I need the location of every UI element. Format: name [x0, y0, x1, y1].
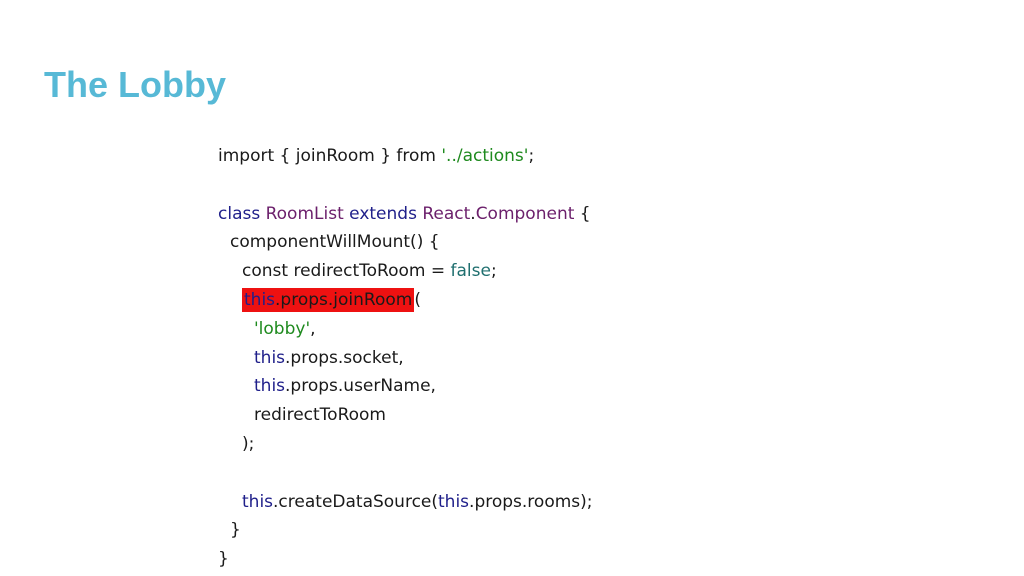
code-token: React [422, 203, 471, 224]
code-line: this.props.joinRoom( [218, 286, 593, 315]
code-line [218, 171, 593, 200]
code-token: RoomList [265, 203, 344, 224]
code-token: this [254, 347, 286, 368]
code-line: this.props.socket, [218, 344, 593, 373]
code-token: .createDataSource( [273, 491, 439, 512]
code-line: this.createDataSource(this.props.rooms); [218, 488, 593, 517]
code-token: Component [475, 203, 575, 224]
code-token: class [218, 203, 261, 224]
code-line: this.props.userName, [218, 372, 593, 401]
code-token: this [244, 289, 276, 310]
code-token: import { joinRoom } from [218, 146, 442, 166]
code-token: . [470, 203, 476, 224]
code-token: ( [414, 289, 421, 310]
code-line: class RoomList extends React.Component { [218, 200, 593, 229]
code-token: ; [490, 261, 497, 282]
code-token: { [574, 203, 591, 224]
code-token: .props.joinRoom [275, 289, 413, 310]
code-token: this [242, 491, 274, 512]
code-token: false [450, 261, 491, 282]
code-line: import { joinRoom } from '../actions'; [218, 142, 593, 171]
code-token: .props.socket, [285, 347, 404, 368]
code-line: redirectToRoom [218, 401, 593, 430]
code-line: ); [218, 430, 593, 459]
code-token: .props.rooms); [469, 491, 593, 512]
code-token: this [438, 491, 470, 512]
code-line: } [218, 545, 593, 574]
code-token: ; [528, 146, 535, 166]
highlighted-code: this.props.joinRoom [242, 287, 415, 312]
code-token: } [230, 520, 241, 541]
code-line: 'lobby', [218, 315, 593, 344]
code-line [218, 459, 593, 488]
code-token: ); [242, 433, 255, 454]
code-block: import { joinRoom } from '../actions'; cl… [218, 142, 593, 574]
code-token: redirectToRoom [254, 405, 386, 426]
code-token: extends [349, 203, 417, 224]
code-token: } [218, 549, 229, 570]
slide-title: The Lobby [44, 64, 226, 105]
code-token: .props.userName, [285, 376, 436, 397]
code-token: this [254, 376, 286, 397]
code-line: } [218, 516, 593, 545]
code-token: 'lobby' [254, 318, 311, 339]
code-token: componentWillMount() { [230, 232, 440, 253]
code-line: componentWillMount() { [218, 228, 593, 257]
code-token: , [310, 318, 316, 339]
code-line: const redirectToRoom = false; [218, 257, 593, 286]
code-token: '../actions' [441, 146, 529, 166]
code-token: const redirectToRoom = [242, 261, 451, 282]
